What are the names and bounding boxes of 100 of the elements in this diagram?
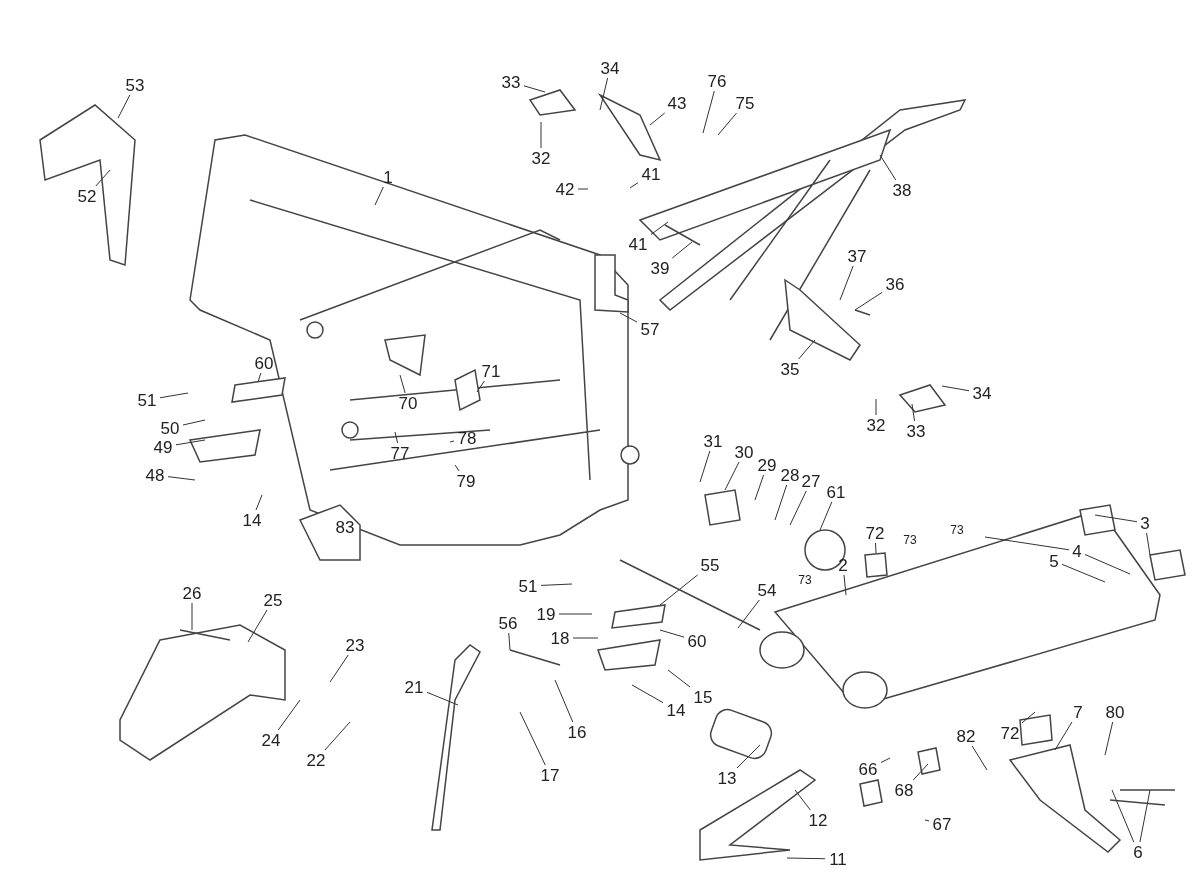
callout-number: 15 [693, 688, 713, 706]
callout-number: 83 [335, 518, 355, 536]
leader-line [508, 632, 511, 651]
leader-line [95, 169, 111, 187]
leader-line [774, 484, 788, 521]
leader-line [736, 744, 761, 769]
callout-number: 3 [1140, 514, 1150, 532]
leader-line [167, 476, 196, 481]
callout-number: 35 [780, 360, 800, 378]
leader-line [794, 789, 811, 811]
leader-line [476, 380, 485, 393]
leader-line [449, 440, 455, 443]
callout-number: 28 [780, 466, 800, 484]
callout-number: 25 [263, 591, 283, 609]
callout-number: 68 [894, 781, 914, 799]
leader-line [649, 112, 666, 126]
callout-number: 11 [829, 850, 847, 868]
leader-line [599, 77, 609, 111]
leader-line [159, 392, 189, 399]
leader-line [984, 536, 1070, 551]
callout-number: 39 [650, 259, 670, 277]
leader-line [699, 450, 711, 483]
callout-number: 14 [242, 511, 262, 529]
callout-number: 41 [628, 235, 648, 253]
leader-line [554, 679, 574, 723]
callout-number: 14 [666, 701, 686, 719]
callout-number: 53 [125, 76, 145, 94]
callout-number: 21 [404, 678, 424, 696]
callout-number: 7 [1073, 703, 1083, 721]
leader-line [191, 602, 193, 631]
leader-line [1104, 721, 1114, 756]
callout-number: 71 [481, 362, 501, 380]
leader-line [1084, 553, 1131, 575]
callout-number: 31 [703, 432, 723, 450]
leader-line [426, 691, 459, 706]
leader-line [540, 583, 573, 586]
callout-number: 70 [398, 394, 418, 412]
leader-line [1054, 721, 1073, 751]
leader-line [1111, 789, 1135, 843]
leader-line [117, 94, 131, 119]
callout-number: 5 [1049, 552, 1059, 570]
leader-line [924, 819, 930, 822]
callout-number: 72 [1000, 724, 1020, 742]
leader-line [875, 398, 877, 416]
callout-number: 79 [456, 472, 476, 490]
callout-number: 61 [826, 483, 846, 501]
leader-line [798, 339, 816, 360]
leader-line [629, 182, 639, 189]
leader-line [631, 684, 664, 704]
callout-number: 32 [531, 149, 551, 167]
callout-number: 51 [518, 577, 538, 595]
leader-line [754, 474, 765, 501]
leader-line [257, 372, 262, 383]
leader-line [971, 745, 988, 771]
callout-number: 60 [254, 354, 274, 372]
callout-number: 77 [390, 444, 410, 462]
callout-number: 26 [182, 584, 202, 602]
callout-number: 51 [137, 391, 157, 409]
leader-line [911, 403, 915, 422]
leader-line [717, 112, 738, 136]
callout-number: 19 [536, 605, 556, 623]
leader-line [880, 757, 891, 763]
callout-number: 49 [153, 438, 173, 456]
callout-number: 66 [858, 760, 878, 778]
callout-number: 33 [906, 422, 926, 440]
callout-number: 75 [735, 94, 755, 112]
callout-number: 4 [1072, 542, 1082, 560]
leader-line [394, 431, 399, 444]
leader-line [1094, 514, 1138, 523]
leader-line [523, 85, 546, 93]
callout-number: 67 [932, 815, 952, 833]
callout-number: 16 [567, 723, 587, 741]
leader-line [175, 439, 206, 446]
callout-number: 41 [641, 165, 661, 183]
callout-number: 32 [866, 416, 886, 434]
callout-number: 54 [757, 581, 777, 599]
leader-line [702, 90, 715, 134]
callout-number: 60 [687, 632, 707, 650]
leader-line [650, 221, 669, 235]
leader-line [558, 613, 593, 615]
callout-number: 72 [865, 524, 885, 542]
leader-line [1139, 789, 1151, 843]
leader-line [875, 542, 877, 554]
callout-number: 82 [956, 727, 976, 745]
leader-line [912, 763, 929, 781]
callout-number: 36 [885, 275, 905, 293]
leader-line [724, 461, 740, 491]
leader-line [659, 574, 698, 606]
callout-number: 38 [892, 181, 912, 199]
callout-number: 73 [798, 574, 812, 586]
leader-line [659, 629, 685, 638]
leader-line [324, 721, 351, 751]
callout-number: 24 [261, 731, 281, 749]
leader-line [1146, 532, 1151, 556]
callout-number: 27 [801, 472, 821, 490]
leader-line [454, 464, 460, 472]
leader-line [255, 494, 263, 511]
leader-line [854, 291, 883, 311]
callout-number: 23 [345, 636, 365, 654]
leader-line [786, 857, 826, 860]
